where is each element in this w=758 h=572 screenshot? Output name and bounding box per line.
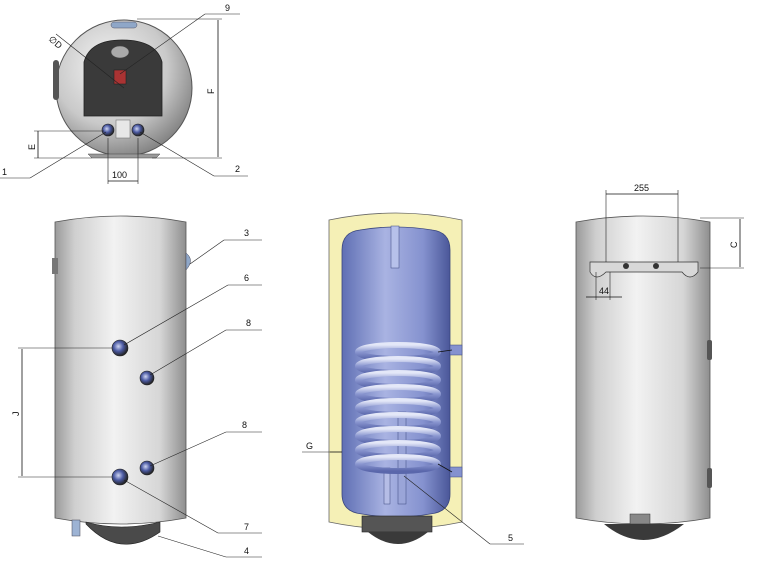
rear-bottom-cover [604,524,684,540]
front-side-clip [52,258,58,274]
front-view: J 3 6 8 8 7 4 [11,215,262,558]
rear-bottom-fitting [629,513,651,525]
callout-3: 3 [244,228,249,238]
callout-8-upper: 8 [246,318,251,328]
callout-6: 6 [244,273,249,283]
dimension-diameter-label: ∅D [47,34,65,51]
dimension-g-label: G [306,441,313,451]
cutaway-view: G 5 [302,212,524,545]
callout-8-lower: 8 [242,420,247,430]
mounting-foot [87,153,161,159]
coil-lower-connector [449,466,463,478]
dimension-255-label: 255 [634,183,649,193]
sensor-port-lower [139,460,155,476]
top-fitting [110,21,138,29]
heat-exchanger-coil [355,342,453,474]
outlet-pipe-port [131,123,145,137]
callout-5: 5 [508,533,513,543]
inlet-pipe-port [101,123,115,137]
coil-outlet-port [111,468,129,486]
rear-cylinder-body [575,215,711,525]
dimension-100-label: 100 [112,170,127,180]
thermostat-knob [110,45,130,59]
callout-9: 9 [225,3,230,13]
bracket-hole-right [653,263,659,269]
cutaway-bottom-cover [368,532,428,544]
top-view: F E 100 ∅D 9 1 2 [0,3,248,184]
front-bottom-cover [85,521,161,545]
wall-mount-bracket [589,261,699,278]
callout-2: 2 [235,164,240,174]
dimension-f-label: F [206,88,216,94]
front-bottom-valve [71,519,81,537]
bracket-hole-left [623,263,629,269]
rear-view: 255 C 44 [575,183,744,540]
dimension-44-label: 44 [599,286,609,296]
side-bracket [53,60,59,100]
rear-side-clip-upper [707,340,712,360]
hot-water-outlet-pipe [390,225,400,269]
drain-cover [115,119,131,139]
cutaway-bottom-flange [361,515,433,533]
indicator-lamp [113,69,127,85]
sensor-port-upper [139,370,155,386]
callout-4: 4 [244,546,249,556]
coil-inlet-port [111,339,129,357]
callout-7: 7 [244,522,249,532]
dimension-c-label: C [729,241,739,248]
dimension-j-label: J [11,412,21,417]
front-side-fitting [185,252,191,271]
dimension-e-label: E [27,144,37,150]
callout-1: 1 [2,167,7,177]
rear-side-clip-lower [707,468,712,488]
